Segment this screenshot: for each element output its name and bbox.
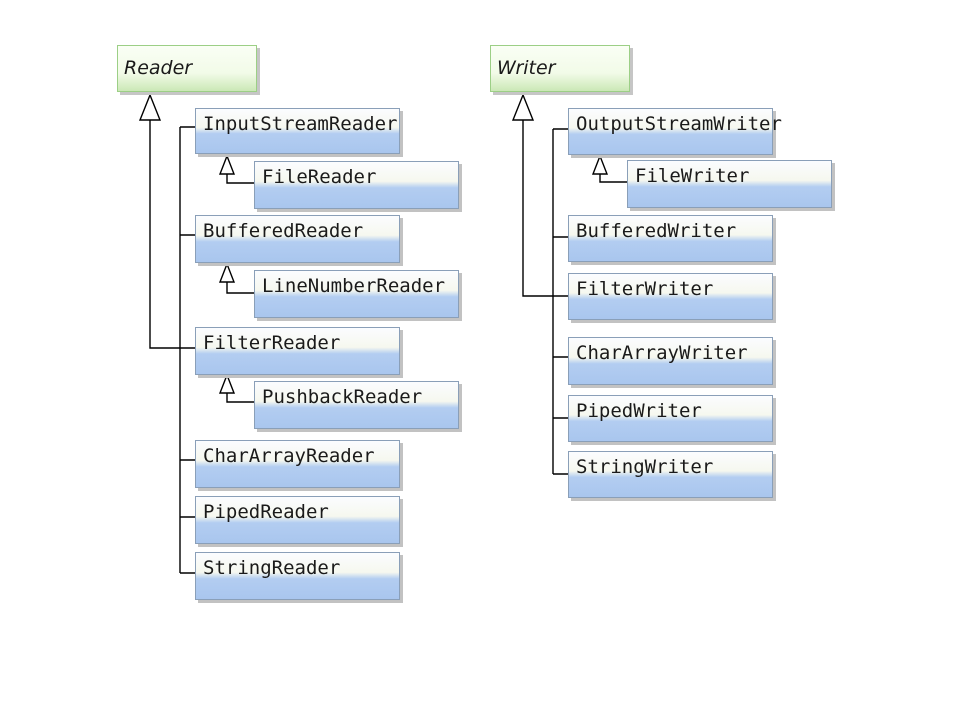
inputstreamreader-class-box: InputStreamReader [195, 108, 400, 154]
outputstreamwriter-generalization-arrow [591, 154, 609, 175]
filereader-class-label: FileReader [262, 166, 377, 188]
writer-generalization-arrow [511, 93, 535, 121]
filterreader-generalization-arrow [218, 373, 236, 394]
bufferedwriter-class-box: BufferedWriter [568, 215, 773, 262]
outputstreamwriter-child-line [599, 174, 628, 183]
bufferedreader-class-label: BufferedReader [203, 220, 364, 242]
writer-class-label: Writer [497, 57, 556, 79]
writer-trunk-line [522, 120, 569, 297]
inputstreamreader-child-line [226, 174, 255, 184]
filterwriter-class-label: FilterWriter [576, 278, 714, 300]
filterreader-class-box: FilterReader [195, 327, 400, 375]
reader-class-box: Reader [117, 45, 257, 92]
linenumberreader-class-label: LineNumberReader [262, 275, 446, 297]
pipedreader-class-box: PipedReader [195, 496, 400, 544]
stringreader-class-box: StringReader [195, 552, 400, 600]
pushbackreader-class-box: PushbackReader [254, 381, 459, 429]
bufferedwriter-class-label: BufferedWriter [576, 220, 737, 242]
outputstreamwriter-class-label: OutputStreamWriter [576, 113, 782, 135]
filterwriter-class-box: FilterWriter [568, 273, 773, 320]
inputstreamreader-class-label: InputStreamReader [203, 113, 398, 135]
chararraywriter-class-label: CharArrayWriter [576, 342, 748, 364]
reader-trunk-line [149, 120, 196, 349]
pipedwriter-class-label: PipedWriter [576, 400, 702, 422]
reader-class-label: Reader [124, 57, 193, 79]
chararraywriter-class-box: CharArrayWriter [568, 337, 773, 385]
chararrayreader-class-label: CharArrayReader [203, 445, 375, 467]
bufferedreader-class-box: BufferedReader [195, 215, 400, 263]
stringwriter-class-label: StringWriter [576, 456, 714, 478]
filereader-class-box: FileReader [254, 161, 459, 209]
pushbackreader-class-label: PushbackReader [262, 386, 423, 408]
filterreader-child-line [226, 393, 255, 403]
filewriter-class-box: FileWriter [627, 160, 832, 208]
chararrayreader-class-box: CharArrayReader [195, 440, 400, 488]
filterreader-class-label: FilterReader [203, 332, 341, 354]
reader-generalization-arrow [138, 93, 162, 121]
filewriter-class-label: FileWriter [635, 165, 750, 187]
inputstreamreader-generalization-arrow [218, 154, 236, 175]
pipedwriter-class-box: PipedWriter [568, 395, 773, 442]
stringreader-class-label: StringReader [203, 557, 341, 579]
stringwriter-class-box: StringWriter [568, 451, 773, 498]
bufferedreader-generalization-arrow [218, 262, 236, 283]
linenumberreader-class-box: LineNumberReader [254, 270, 459, 318]
writer-class-box: Writer [490, 45, 630, 92]
outputstreamwriter-class-box: OutputStreamWriter [568, 108, 782, 155]
pipedreader-class-label: PipedReader [203, 501, 329, 523]
bufferedreader-child-line [226, 282, 255, 294]
